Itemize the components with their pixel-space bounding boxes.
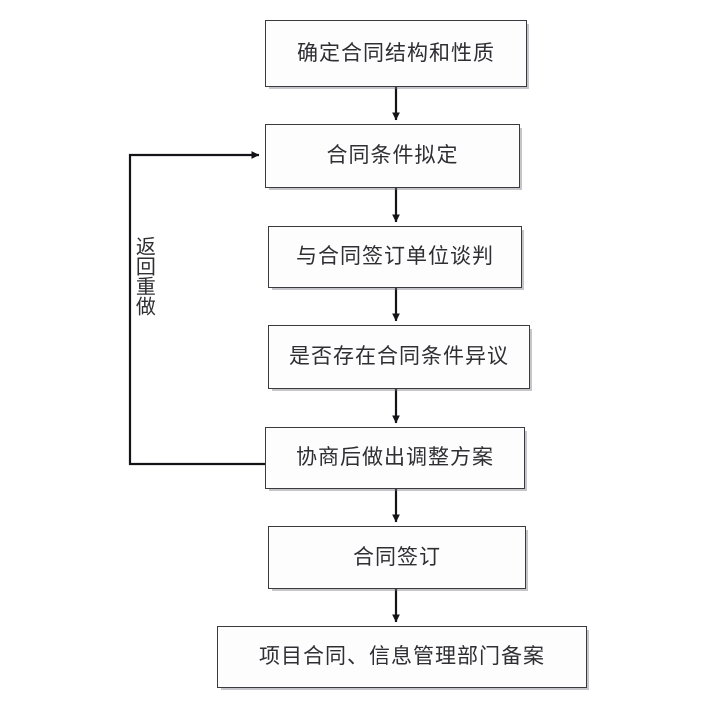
node-adjustment-plan-after-consultation[interactable]: 协商后做出调整方案 [265, 427, 525, 489]
feedback-loop-label: 返回重做 [132, 236, 157, 316]
node-negotiate-with-signing-party[interactable]: 与合同签订单位谈判 [268, 226, 522, 288]
node-label: 项目合同、信息管理部门备案 [259, 644, 545, 669]
node-label: 与合同签订单位谈判 [296, 244, 494, 269]
node-label: 合同签订 [353, 544, 441, 569]
node-draft-contract-terms[interactable]: 合同条件拟定 [265, 124, 520, 188]
node-label: 是否存在合同条件异议 [289, 344, 509, 369]
node-label: 协商后做出调整方案 [296, 445, 494, 470]
node-define-contract-structure[interactable]: 确定合同结构和性质 [265, 20, 527, 87]
node-file-with-info-management-dept[interactable]: 项目合同、信息管理部门备案 [217, 626, 587, 688]
node-contract-signing[interactable]: 合同签订 [268, 526, 526, 589]
node-check-contract-term-objections[interactable]: 是否存在合同条件异议 [268, 325, 530, 389]
node-label: 确定合同结构和性质 [297, 40, 495, 65]
node-label: 合同条件拟定 [326, 143, 459, 168]
